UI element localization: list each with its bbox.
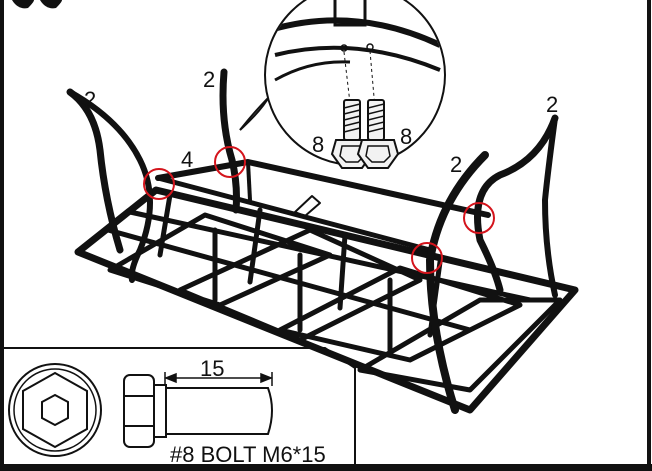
bolt-head-top-view xyxy=(8,363,102,457)
callout-bolt-right: 8 xyxy=(400,124,412,149)
callout-leg-right: 2 xyxy=(546,92,558,117)
attachment-circle-front xyxy=(411,242,443,274)
leg-top-left-s xyxy=(67,89,153,283)
zoom-detail xyxy=(239,0,446,169)
attachment-circle-back xyxy=(214,146,246,178)
leg-right-outer xyxy=(542,115,558,298)
leg-top-left xyxy=(66,88,124,254)
attachment-circle-right xyxy=(463,202,495,234)
callout-leg-back-center: 2 xyxy=(203,67,215,92)
leg-right xyxy=(474,114,559,294)
hardware-panel: 15 #8 BOLT M6*15 xyxy=(3,347,356,467)
leg-front-right xyxy=(426,151,489,414)
bolt-length-label: 15 xyxy=(200,356,224,381)
callout-leg-top-left: 2 xyxy=(84,87,96,112)
callout-labels: 2 2 2 2 4 8 8 xyxy=(84,67,558,177)
bolt-length-dimension xyxy=(163,372,274,386)
bolt-pair xyxy=(330,99,400,169)
attachment-points xyxy=(143,146,495,274)
hardware-panel-border xyxy=(3,347,356,466)
callout-bolt-left: 8 xyxy=(312,132,324,157)
attachment-circle-left xyxy=(143,168,175,200)
callout-brace-left: 4 xyxy=(181,147,193,172)
frame-lattice xyxy=(105,192,563,393)
bolt-caption: #8 BOLT M6*15 xyxy=(170,442,326,467)
leg-back-center xyxy=(219,68,240,214)
frame-top-rail xyxy=(155,159,491,218)
callout-leg-front-right: 2 xyxy=(450,152,462,177)
legs xyxy=(66,68,559,414)
cropped-heading-fragment xyxy=(12,0,62,9)
bolt-side-view xyxy=(123,374,273,448)
